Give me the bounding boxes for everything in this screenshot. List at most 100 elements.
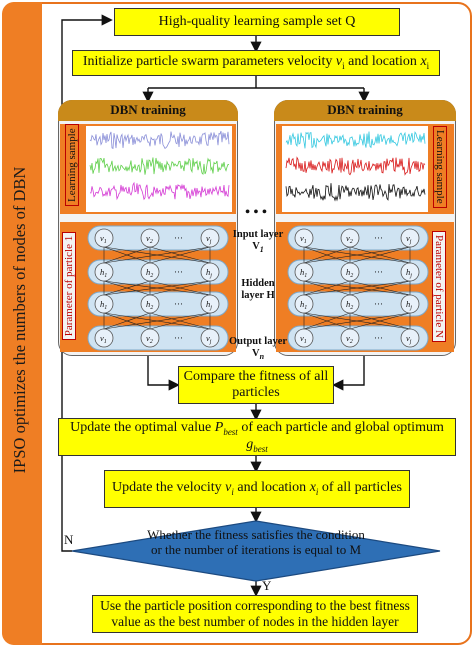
signal-plots-left <box>86 126 232 212</box>
decision-diamond <box>71 520 441 582</box>
learning-sample-right: Learning sample <box>433 126 447 208</box>
weight-link <box>303 280 351 296</box>
weight-link <box>103 280 211 296</box>
box-update-velocity: Update the velocity vi and location xi o… <box>104 470 410 508</box>
neuron-label: h1 <box>100 299 107 311</box>
panel-ellipsis: • • • <box>245 205 267 220</box>
neuron-node <box>140 262 160 282</box>
neuron-ellipsis: ··· <box>174 267 183 277</box>
neuron-node <box>294 328 314 348</box>
neuron-label: vj <box>406 233 412 245</box>
signal-trace <box>285 183 426 202</box>
box-update-velocity-text: Update the velocity vi and location xi o… <box>112 480 402 498</box>
neuron-node <box>400 294 420 314</box>
signal-trace <box>89 157 230 176</box>
weight-link <box>149 246 211 264</box>
dbn-title-left: DBN training <box>58 100 238 121</box>
neuron-label: h2 <box>146 267 153 279</box>
weight-link <box>103 246 151 264</box>
box-final-text: Use the particle position corresponding … <box>100 598 410 629</box>
neuron-label: h2 <box>346 267 353 279</box>
output-layer-label: Output layer Vn <box>228 336 288 362</box>
weight-link <box>303 246 411 264</box>
neuron-label: v1 <box>300 233 307 245</box>
weight-link <box>349 312 411 330</box>
weight-link <box>349 246 411 264</box>
neuron-node <box>140 228 160 248</box>
neuron-node <box>200 228 220 248</box>
neuron-ellipsis: ··· <box>174 233 183 243</box>
neuron-label: hj <box>406 299 412 311</box>
neuron-node <box>94 228 114 248</box>
neuron-label: h1 <box>300 299 307 311</box>
weight-link <box>103 246 211 264</box>
signal-trace <box>285 156 426 176</box>
weight-link <box>103 312 151 330</box>
box-update-optimal: Update the optimal value Pbest of each p… <box>58 418 456 456</box>
weight-link <box>303 312 411 330</box>
input-layer-label: Input layer V1 <box>232 229 284 255</box>
param-label-left: Parameter of particle 1 <box>62 231 76 341</box>
neuron-label: vj <box>206 233 212 245</box>
neuron-node <box>94 328 114 348</box>
weight-link <box>103 312 211 330</box>
neuron-node <box>94 294 114 314</box>
neuron-ellipsis: ··· <box>174 333 183 343</box>
neuron-ellipsis: ··· <box>374 299 383 309</box>
neuron-node <box>294 228 314 248</box>
neuron-label: h2 <box>346 299 353 311</box>
box-initialize-text: Initialize particle swarm parameters vel… <box>82 54 430 72</box>
neuron-node <box>200 294 220 314</box>
neuron-label: v2 <box>146 333 153 345</box>
box-sample-set: High-quality learning sample set Q <box>114 8 400 36</box>
neuron-node <box>140 328 160 348</box>
neuron-node <box>400 262 420 282</box>
neuron-node <box>140 294 160 314</box>
box-initialize: Initialize particle swarm parameters vel… <box>72 50 440 76</box>
signal-trace <box>89 181 230 201</box>
box-compare: Compare the fitness of all particles <box>178 366 334 404</box>
neuron-label: vj <box>206 333 212 345</box>
weight-link <box>303 246 351 264</box>
weight-link <box>149 280 211 296</box>
neuron-ellipsis: ··· <box>374 233 383 243</box>
box-update-optimal-text: Update the optimal value Pbest of each p… <box>70 419 444 454</box>
neuron-node <box>200 262 220 282</box>
neuron-label: hj <box>406 267 412 279</box>
neuron-label: v1 <box>300 333 307 345</box>
neuron-label: v2 <box>346 233 353 245</box>
neuron-label: hj <box>206 299 212 311</box>
neuron-label: v2 <box>346 333 353 345</box>
neuron-node <box>294 294 314 314</box>
arrow-right-compare <box>332 356 365 391</box>
arrow-left-compare <box>147 356 180 391</box>
weight-link <box>149 312 211 330</box>
learning-sample-left: Learning sample <box>65 124 79 206</box>
decision-yes-label: Y <box>262 578 272 593</box>
weight-link <box>349 280 411 296</box>
neuron-label: h1 <box>300 267 307 279</box>
decision-text: Whether the fitness satisfies the condit… <box>147 527 365 557</box>
box-compare-text: Compare the fitness of all particles <box>183 368 329 400</box>
neuron-ellipsis: ··· <box>374 333 383 343</box>
weight-link <box>103 280 151 296</box>
neuron-ellipsis: ··· <box>174 299 183 309</box>
neuron-node <box>340 262 360 282</box>
neuron-node <box>200 328 220 348</box>
neuron-label: h2 <box>146 299 153 311</box>
neuron-node <box>340 328 360 348</box>
neuron-node <box>340 294 360 314</box>
signal-plots-right <box>282 126 428 212</box>
weight-link <box>303 280 411 296</box>
neuron-label: v2 <box>146 233 153 245</box>
neuron-label: hj <box>206 267 212 279</box>
weight-link <box>303 312 351 330</box>
neuron-node <box>94 262 114 282</box>
signal-trace <box>89 130 230 150</box>
neuron-node <box>294 262 314 282</box>
signal-trace <box>285 131 426 149</box>
neuron-ellipsis: ··· <box>374 267 383 277</box>
